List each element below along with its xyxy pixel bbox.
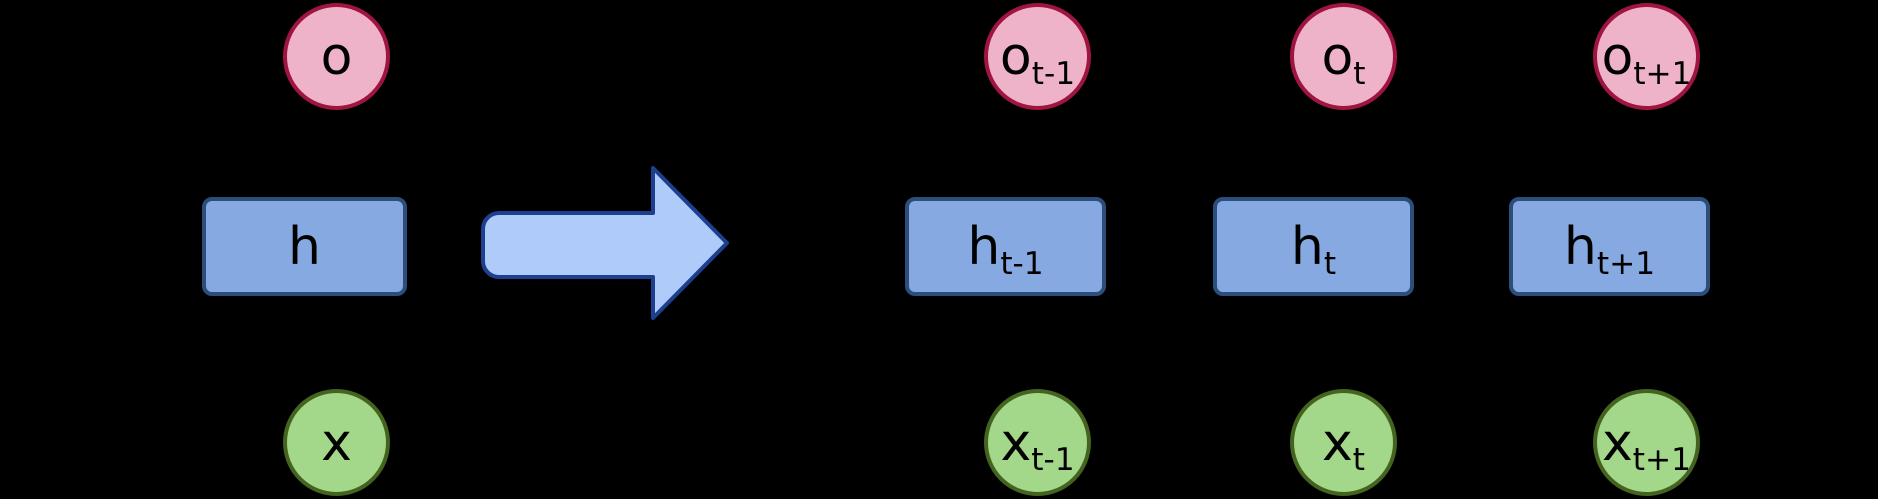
node-label: xt bbox=[1322, 417, 1365, 477]
node-label-main: x bbox=[1602, 412, 1633, 473]
node-label-main: h bbox=[1563, 216, 1597, 277]
output-node-t-1: ot-1 bbox=[984, 3, 1091, 110]
node-label-main: h bbox=[288, 216, 321, 277]
node-label-main: x bbox=[1000, 412, 1032, 473]
node-label: ot+1 bbox=[1601, 31, 1691, 91]
node-label-main: o bbox=[320, 26, 353, 87]
node-label: ht bbox=[1291, 221, 1336, 281]
node-label: x bbox=[321, 417, 352, 469]
node-label-main: o bbox=[1601, 26, 1634, 87]
node-label: ht-1 bbox=[967, 221, 1043, 281]
node-label-main: x bbox=[321, 412, 352, 473]
node-label-main: o bbox=[999, 26, 1032, 87]
node-label-main: h bbox=[967, 216, 1001, 277]
node-label-subscript: t+1 bbox=[1632, 442, 1691, 479]
hidden-node-t-plus-1: ht+1 bbox=[1509, 197, 1710, 296]
input-node-t-1: xt-1 bbox=[984, 389, 1091, 496]
node-label-subscript: t+1 bbox=[1596, 246, 1656, 283]
node-label-main: h bbox=[1290, 216, 1324, 277]
folded-output-node: o bbox=[283, 3, 390, 110]
node-label-subscript: t-1 bbox=[1000, 246, 1044, 283]
node-label: o bbox=[321, 31, 353, 83]
folded-hidden-node: h bbox=[202, 197, 407, 296]
node-label: ot-1 bbox=[1000, 31, 1075, 91]
folded-input-node: x bbox=[283, 389, 390, 496]
node-label-main: x bbox=[1321, 412, 1353, 473]
node-label: xt-1 bbox=[1000, 417, 1074, 477]
node-label-subscript: t bbox=[1352, 442, 1365, 479]
node-label-subscript: t bbox=[1353, 56, 1366, 93]
hidden-node-t-1: ht-1 bbox=[905, 197, 1106, 296]
unroll-arrow-icon bbox=[481, 166, 729, 320]
output-node-t-plus-1: ot+1 bbox=[1593, 3, 1700, 110]
node-label-main: o bbox=[1321, 26, 1354, 87]
node-label-subscript: t-1 bbox=[1031, 56, 1076, 93]
input-node-t: xt bbox=[1290, 389, 1397, 496]
node-label: ht+1 bbox=[1564, 221, 1655, 281]
input-node-t-plus-1: xt+1 bbox=[1593, 389, 1700, 496]
node-label-subscript: t-1 bbox=[1031, 442, 1075, 479]
node-label-subscript: t+1 bbox=[1633, 56, 1692, 93]
node-label-subscript: t bbox=[1323, 246, 1337, 283]
node-label: h bbox=[288, 221, 321, 273]
node-label: xt+1 bbox=[1602, 417, 1691, 477]
node-label: ot bbox=[1321, 31, 1365, 91]
output-node-t: ot bbox=[1290, 3, 1397, 110]
hidden-node-t: ht bbox=[1213, 197, 1414, 296]
